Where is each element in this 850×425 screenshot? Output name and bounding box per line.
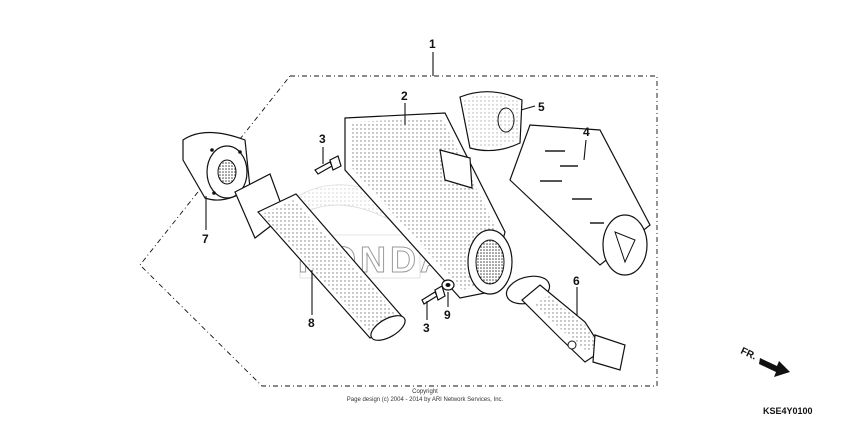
callout-8: 8 [308,316,315,330]
arrow-right-icon [759,358,790,377]
diagram-code: KSE4Y0100 [763,406,813,416]
callout-5: 5 [538,100,545,114]
silencer-packing[interactable] [509,124,651,276]
callout-4: 4 [583,125,590,139]
callout-9: 9 [444,308,451,322]
callout-1: 1 [429,37,436,51]
copyright-line-2: Page design (c) 2004 - 2014 by ARI Netwo… [347,397,504,403]
callout-2: 2 [401,89,408,103]
callout-6: 6 [573,274,580,288]
washer[interactable] [441,279,455,291]
bolt-lower[interactable] [421,285,446,305]
joint-pipe[interactable] [503,272,626,371]
assembly-boundary [139,75,658,387]
callout-3-lower: 3 [423,321,430,335]
perforated-pipe[interactable] [234,173,409,345]
front-direction-indicator: FR. [739,346,790,377]
muffler-shell[interactable] [344,112,513,299]
leader-lines [205,52,587,320]
callout-3-upper: 3 [319,132,326,146]
end-packing[interactable] [459,91,523,152]
front-label: FR. [739,346,758,363]
bolt-upper[interactable] [314,155,342,175]
callout-7: 7 [202,232,209,246]
copyright-line-1: Copyright [412,389,438,395]
end-cap[interactable] [182,131,251,201]
